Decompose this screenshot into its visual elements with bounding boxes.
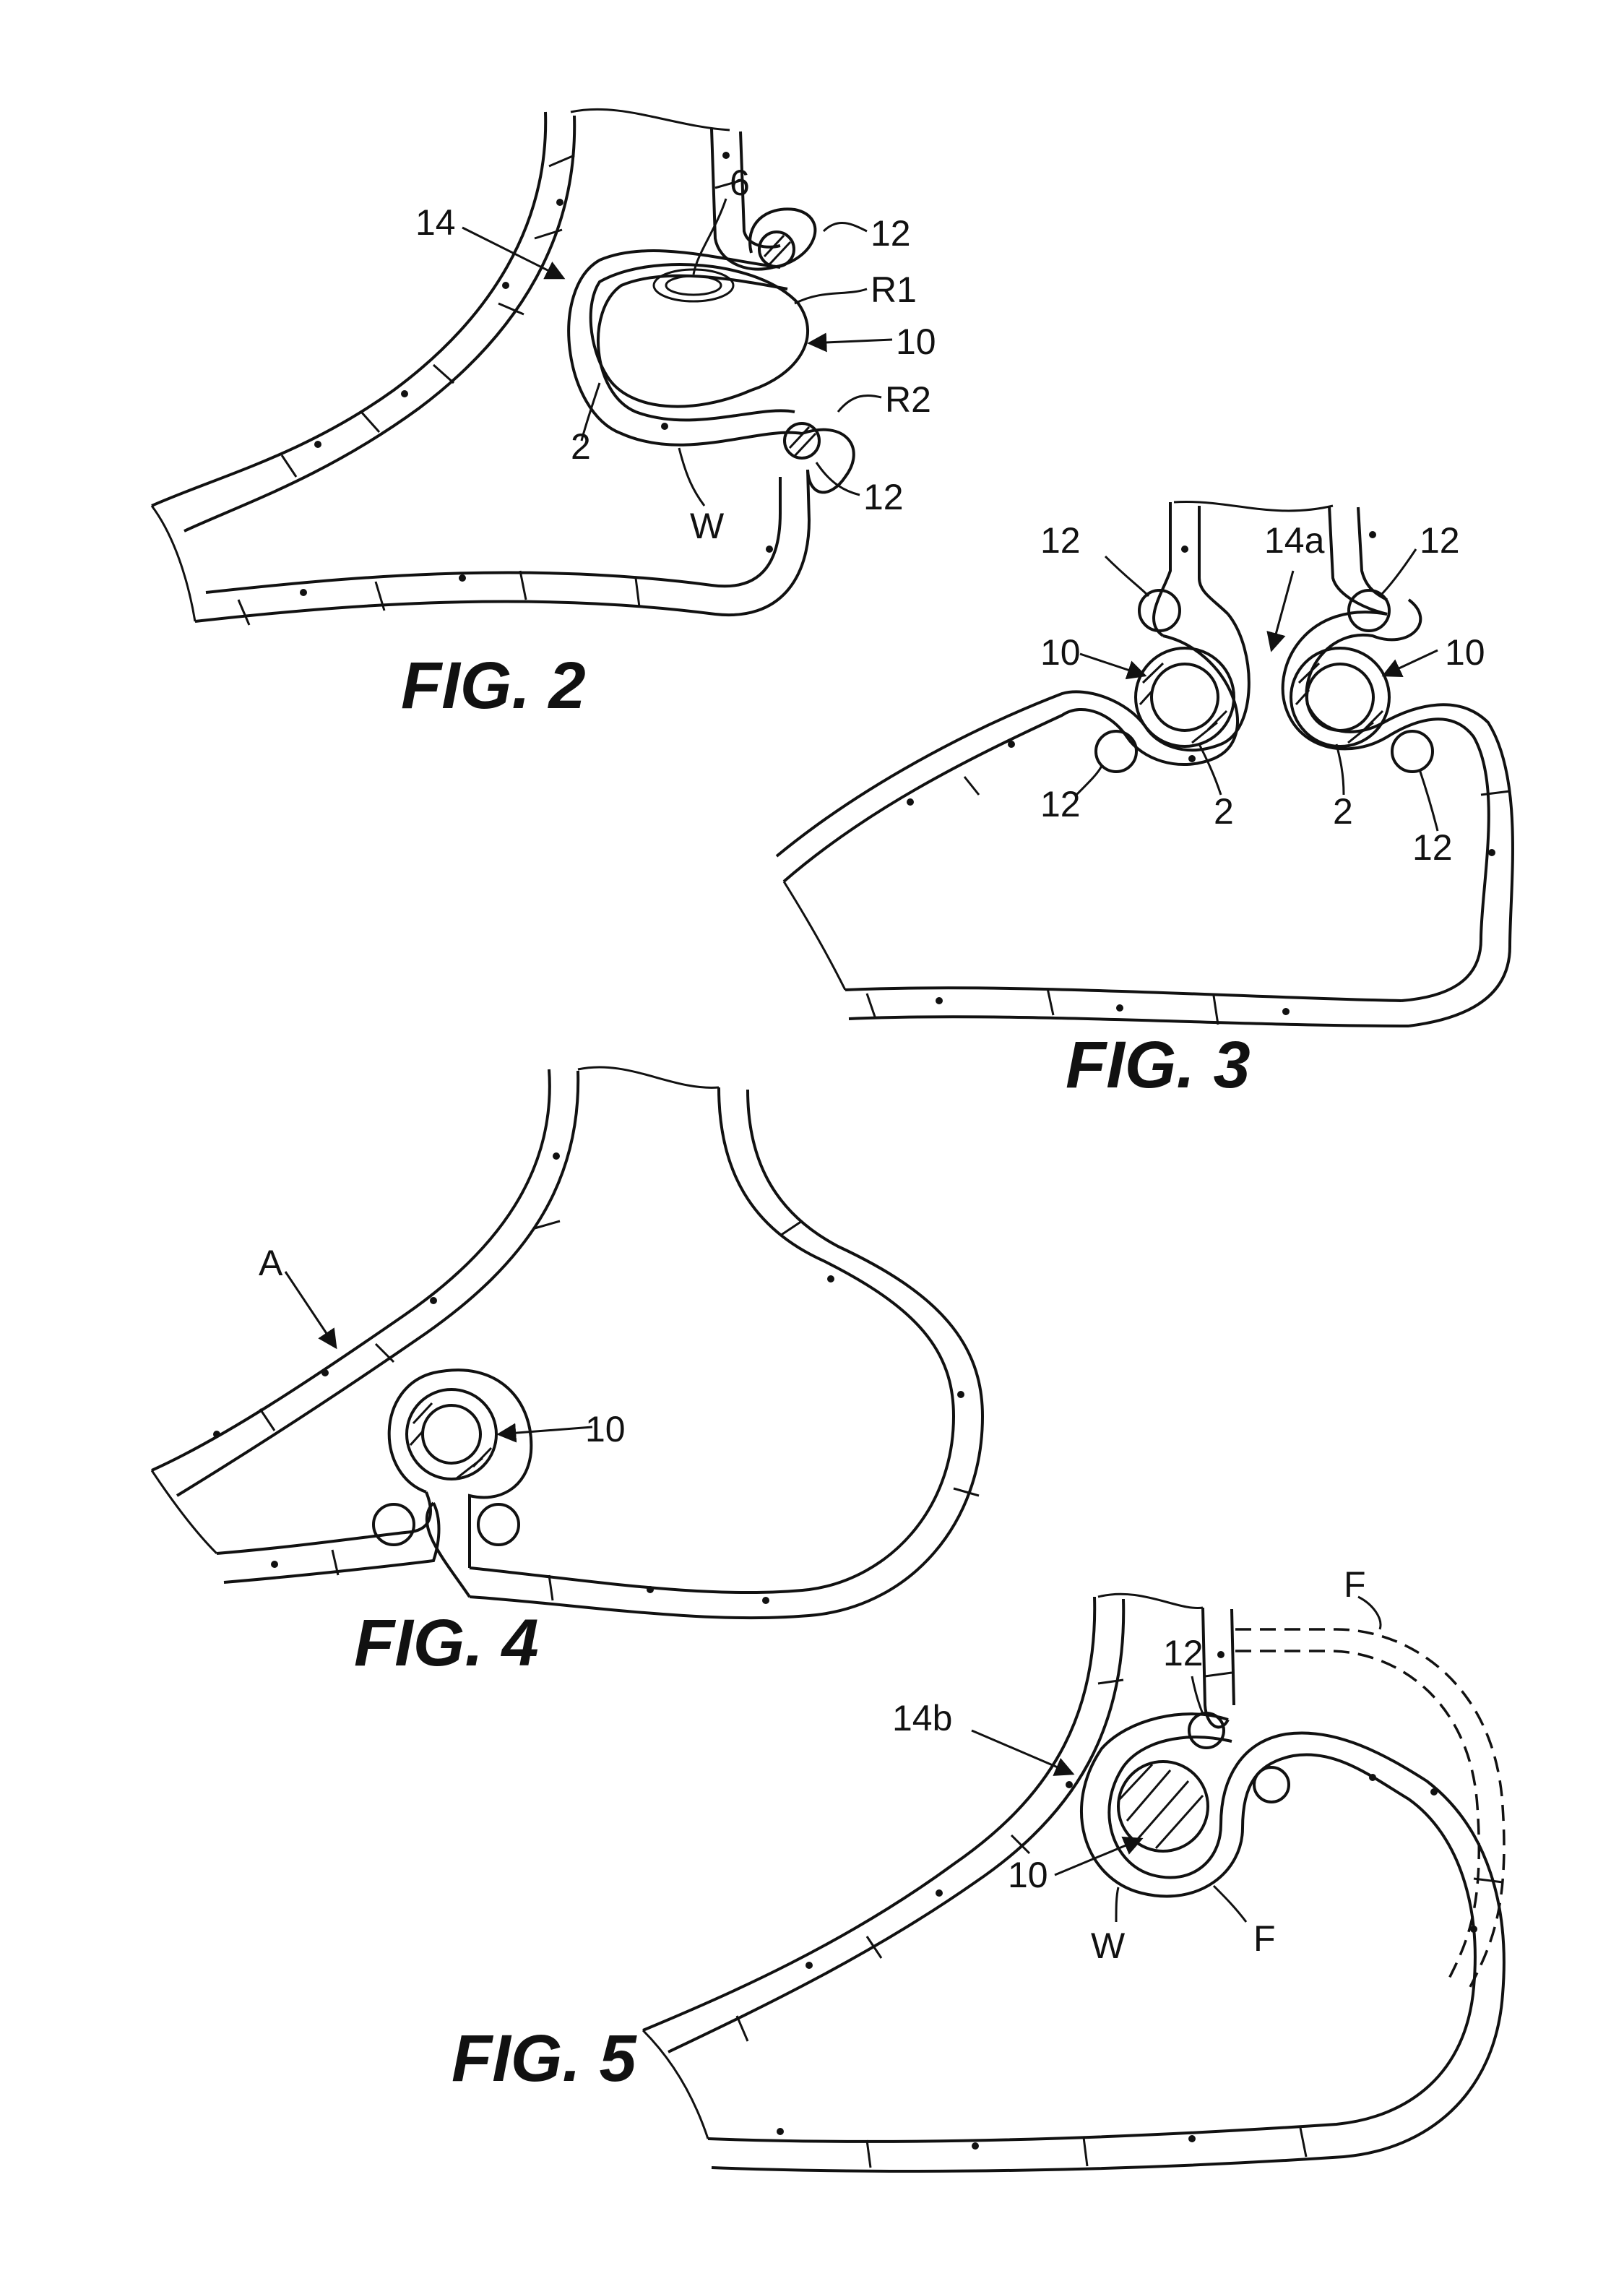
fig5-right-neck-inner (1232, 1609, 1234, 1705)
fig3-label-10-right: 10 (1445, 632, 1485, 673)
fig2-label-R2: R2 (885, 379, 931, 420)
rod-12-fig4-left (373, 1504, 414, 1545)
fig2-label-12-lower: 12 (863, 477, 904, 517)
support-10-fig4-core (423, 1405, 480, 1463)
fig4-cut-top (578, 1067, 719, 1087)
fig4-caption: FIG. 4 (354, 1606, 539, 1680)
fig5-label-14b: 14b (892, 1698, 952, 1738)
rod-12-fig5-right (1254, 1767, 1289, 1802)
support-10-left-core (1152, 664, 1218, 730)
figure-3: 12 14a 12 10 10 12 2 2 12 FIG. 3 (777, 501, 1513, 1102)
rod-12-fig3-d (1392, 731, 1433, 772)
fig4-pocket-inner (427, 1503, 470, 1597)
fig2-left-wall-outer (152, 112, 545, 506)
fig5-left-wall-inner (668, 1599, 1123, 2052)
fig3-label-12-a: 12 (1040, 520, 1081, 561)
fig2-label-2: 2 (571, 426, 591, 467)
fig2-pocket-inner (598, 276, 795, 421)
rod-12-lower-fig2 (785, 423, 819, 458)
fig2-label-10: 10 (896, 322, 936, 362)
fig3-label-12-b: 12 (1420, 520, 1460, 561)
fig5-left-wall-outer (643, 1597, 1094, 2030)
fig2-cut-left (152, 506, 195, 621)
rod-12-fig3-c (1096, 731, 1136, 772)
fig2-caption: FIG. 2 (401, 649, 586, 723)
fig3-left-neck-outer (1154, 502, 1170, 636)
fig3-cut-left (784, 881, 845, 990)
rod-12-upper-fig2 (759, 232, 794, 267)
fig3-left-wall-inner (777, 614, 1249, 856)
fig2-label-6: 6 (730, 163, 750, 203)
fig3-label-2-left: 2 (1214, 791, 1234, 832)
fig3-label-10-left: 10 (1040, 632, 1081, 673)
fig3-label-12-d: 12 (1412, 827, 1453, 868)
fig5-label-12: 12 (1163, 1633, 1204, 1673)
support-10-right-core (1307, 664, 1373, 730)
figure-2: 14 6 12 R1 10 R2 2 W 12 FIG. 2 (152, 109, 936, 723)
fig2-label-W: W (690, 506, 725, 546)
figure-4: A 10 FIG. 4 (152, 1067, 982, 1680)
fig4-label-10: 10 (585, 1409, 626, 1449)
fig5-right-neck-outer (1203, 1608, 1228, 1727)
rod-12-fig5-upper (1189, 1713, 1224, 1748)
fig5-cut-top (1098, 1594, 1203, 1608)
flap-F-outer (1235, 1629, 1504, 1994)
rod-12-fig4-right (478, 1504, 519, 1545)
fig3-left-wall-outer (784, 636, 1238, 881)
fig3-caption: FIG. 3 (1066, 1028, 1251, 1102)
fig3-right-neck-inner (1358, 507, 1387, 600)
fig4-cut-left (152, 1470, 217, 1553)
fig2-label-12-upper: 12 (871, 213, 911, 254)
fig2-cut-top (571, 109, 730, 130)
figure-5: F 12 14b 10 W F FIG. 5 (452, 1564, 1504, 2171)
fig3-label-12-c: 12 (1040, 784, 1081, 824)
fig3-label-14a: 14a (1264, 520, 1325, 561)
fig3-label-2-right: 2 (1333, 791, 1353, 832)
fig3-left-neck-inner (1199, 506, 1228, 614)
fig2-label-14: 14 (415, 202, 456, 243)
fig5-caption: FIG. 5 (452, 2022, 637, 2095)
fig5-cut-left (643, 2030, 708, 2139)
fig2-label-R1: R1 (871, 270, 917, 310)
fig5-label-F-bottom: F (1253, 1918, 1276, 1959)
fig3-bottom-wall-outer (845, 988, 1401, 1001)
fig5-label-W: W (1091, 1926, 1126, 1966)
fig4-label-A: A (259, 1243, 283, 1283)
fig5-label-F-top: F (1344, 1564, 1366, 1605)
element-6-inner (666, 276, 721, 295)
fig3-bottom-wall-inner (849, 1017, 1409, 1026)
rod-12-fig3-b (1349, 590, 1389, 631)
fig5-label-10: 10 (1008, 1855, 1048, 1895)
fig4-right-wall-outer (470, 1087, 954, 1592)
